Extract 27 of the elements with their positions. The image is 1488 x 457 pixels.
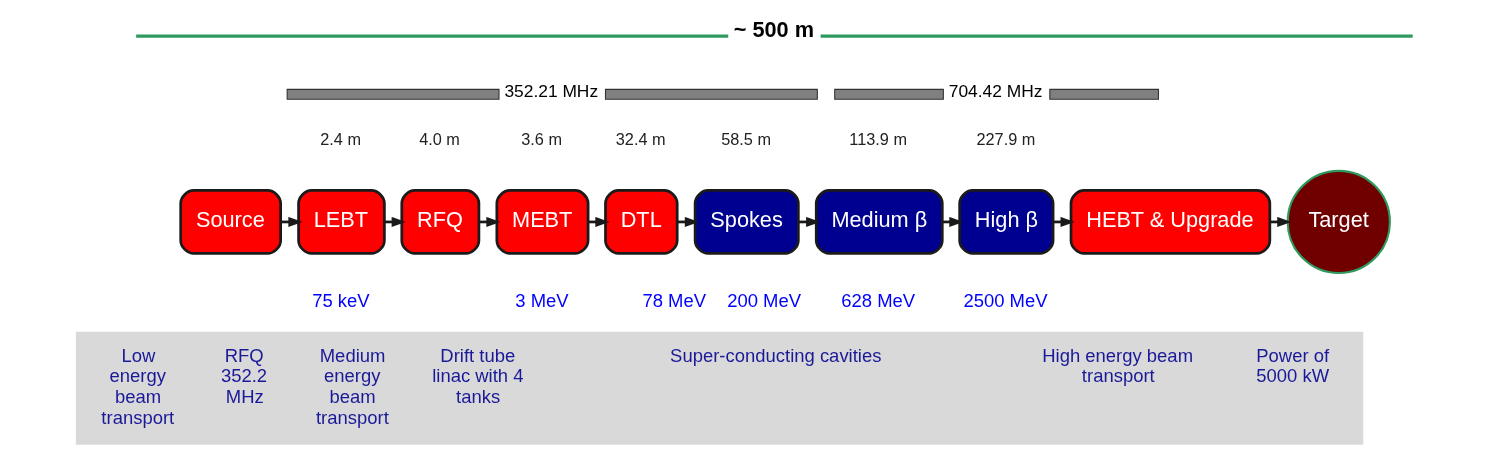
node-box: Medium β bbox=[814, 188, 944, 255]
label: 628 MeV bbox=[841, 289, 916, 311]
label: 352.21 MHz bbox=[504, 80, 599, 101]
node-label: 4.0 m bbox=[419, 129, 460, 148]
node-box: High β bbox=[958, 188, 1055, 255]
node-label: 227.9 m bbox=[976, 129, 1036, 148]
label: 200 MeV bbox=[727, 289, 802, 311]
node-box: MEBT bbox=[495, 188, 590, 255]
label: 78 MeV bbox=[642, 289, 707, 311]
node-label: 3.6 m bbox=[521, 129, 563, 148]
node-circle: Target bbox=[1286, 169, 1391, 274]
node-box: RFQ bbox=[400, 188, 481, 255]
label: 2500 MeV bbox=[963, 289, 1048, 311]
label: 3 MeV bbox=[515, 289, 569, 311]
label: 75 keV bbox=[312, 289, 370, 311]
node-box: LEBT bbox=[297, 188, 386, 255]
node-box: DTL bbox=[604, 188, 679, 255]
node-label: 32.4 m bbox=[615, 129, 666, 148]
node-box: Low energy beam transport RFQ 352.2 MHz Medium energy beam transport Drift tube linac with 4 tanks Super-conducting cavities High energy beam transport Power of 5000 kW bbox=[75, 331, 1364, 445]
label: ~ 500 m bbox=[733, 16, 814, 42]
node-box: Spokes bbox=[693, 188, 800, 255]
node-box: HEBT & Upgrade bbox=[1069, 188, 1272, 255]
label: 704.42 MHz bbox=[948, 80, 1043, 101]
node-box: Source bbox=[179, 188, 282, 255]
node-label: 58.5 m bbox=[721, 129, 771, 148]
node-label: 113.9 m bbox=[849, 129, 908, 148]
node-label: 2.4 m bbox=[320, 129, 362, 148]
